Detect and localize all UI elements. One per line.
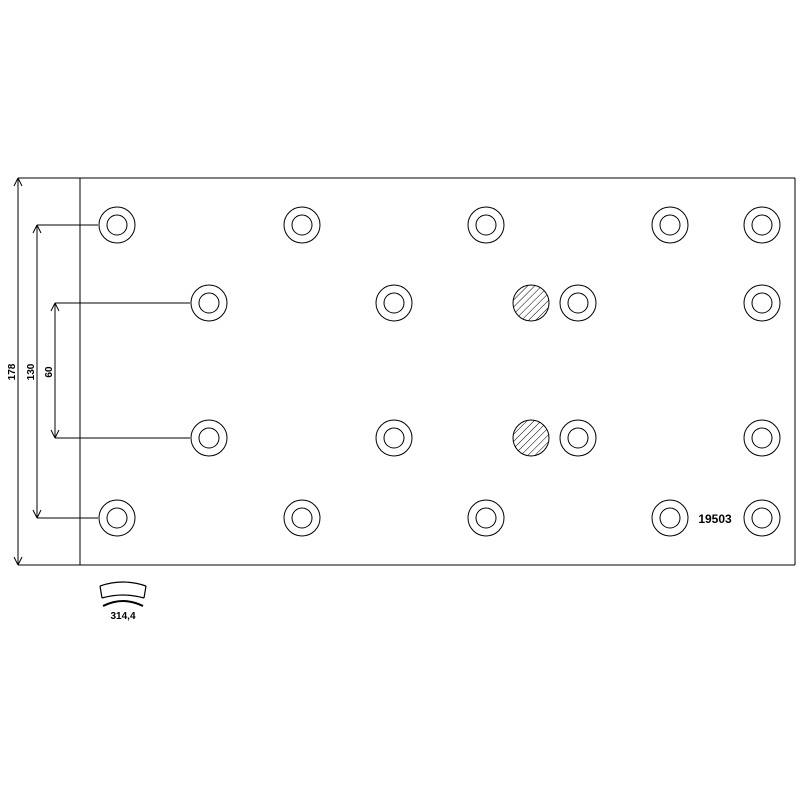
arrow-ticks xyxy=(13,177,60,566)
rivet-hole xyxy=(559,284,597,322)
part-number: 19503 xyxy=(698,512,732,526)
rivet-hole xyxy=(743,499,781,537)
rivet-hole xyxy=(98,206,136,244)
rivet-hole xyxy=(98,499,136,537)
arc-curvature-icon xyxy=(99,581,147,607)
dimension-label-outer: 130 xyxy=(26,363,37,380)
rivet-holes xyxy=(98,206,781,537)
rivet-hole xyxy=(283,499,321,537)
dimension-label-overall: 178 xyxy=(7,363,18,380)
rivet-hole xyxy=(743,284,781,322)
rivet-hole xyxy=(743,419,781,457)
rivet-hole xyxy=(467,206,505,244)
rivet-hole xyxy=(375,284,413,322)
rivet-hole xyxy=(190,284,228,322)
arc-length-label: 314,4 xyxy=(110,611,135,622)
rivet-hole xyxy=(559,419,597,457)
rivet-hole xyxy=(467,499,505,537)
rivet-hole xyxy=(375,419,413,457)
hatched-hole xyxy=(512,419,550,457)
rivet-hole xyxy=(651,499,689,537)
rivet-hole xyxy=(190,419,228,457)
hatched-hole xyxy=(512,284,550,322)
rivet-hole xyxy=(283,206,321,244)
rivet-hole xyxy=(743,206,781,244)
dimension-label-inner: 60 xyxy=(44,366,55,378)
rivet-hole xyxy=(651,206,689,244)
